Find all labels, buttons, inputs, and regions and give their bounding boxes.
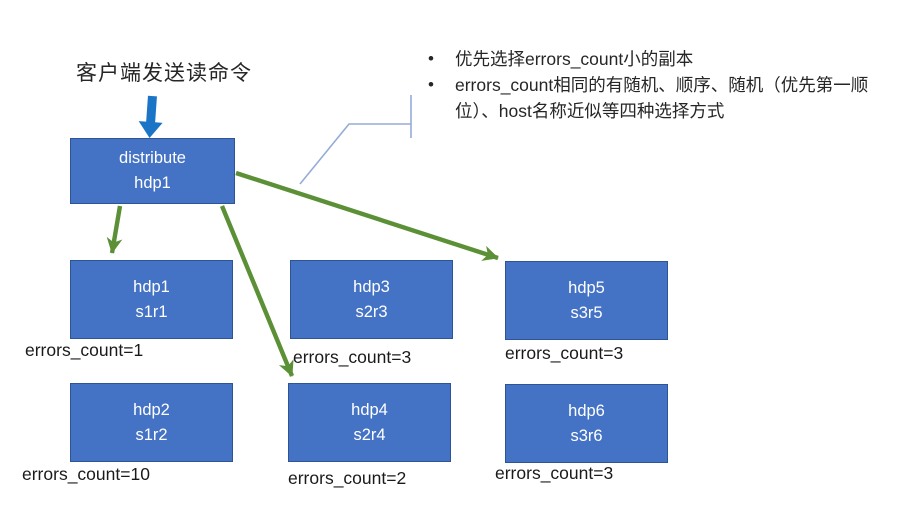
client-command-label: 客户端发送读命令 bbox=[76, 62, 252, 85]
errors-count-label-hdp5: errors_count=3 bbox=[505, 343, 624, 363]
notes-list: 优先选择errors_count小的副本 errors_count相同的有随机、… bbox=[428, 46, 870, 124]
errors-count-label-hdp1: errors_count=1 bbox=[25, 340, 144, 360]
node-name: hdp6 bbox=[568, 401, 605, 420]
distribute-node-name: distribute bbox=[119, 149, 186, 167]
note-item: 优先选择errors_count小的副本 bbox=[428, 46, 870, 72]
node-hdp6: hdp6 s3r6 bbox=[505, 384, 668, 463]
node-replica: s1r2 bbox=[135, 425, 168, 444]
distribute-node: distribute hdp1 bbox=[70, 138, 235, 204]
edge-distribute-to-hdp1 bbox=[106, 205, 123, 254]
note-text: 优先选择errors_count小的副本 bbox=[455, 49, 694, 69]
node-hdp2: hdp2 s1r2 bbox=[70, 383, 233, 462]
errors-count-label-hdp2: errors_count=10 bbox=[22, 464, 150, 484]
errors-count-label-hdp4: errors_count=2 bbox=[288, 468, 407, 488]
note-text: errors_count相同的有随机、顺序、随机（优先第一顺位）、host名称近… bbox=[455, 75, 869, 121]
node-hdp1: hdp1 s1r1 bbox=[70, 260, 233, 339]
node-name: hdp5 bbox=[568, 278, 605, 297]
node-replica: s3r6 bbox=[570, 426, 603, 445]
node-hdp4: hdp4 s2r4 bbox=[288, 383, 451, 462]
client-request-arrow-icon bbox=[138, 95, 163, 138]
node-replica: s2r3 bbox=[355, 302, 388, 321]
node-hdp3: hdp3 s2r3 bbox=[290, 260, 453, 339]
callout-connector-line bbox=[299, 123, 411, 185]
distribute-node-host: hdp1 bbox=[134, 174, 171, 192]
node-name: hdp4 bbox=[351, 400, 388, 419]
errors-count-label-hdp3: errors_count=3 bbox=[293, 347, 412, 367]
node-replica: s3r5 bbox=[570, 303, 603, 322]
node-name: hdp2 bbox=[133, 400, 170, 419]
node-hdp5: hdp5 s3r5 bbox=[505, 261, 668, 340]
node-replica: s1r1 bbox=[135, 302, 168, 321]
node-replica: s2r4 bbox=[353, 425, 386, 444]
node-name: hdp1 bbox=[133, 277, 170, 296]
node-name: hdp3 bbox=[353, 277, 390, 296]
edge-distribute-to-hdp5 bbox=[235, 170, 499, 261]
errors-count-label-hdp6: errors_count=3 bbox=[495, 463, 614, 483]
note-item: errors_count相同的有随机、顺序、随机（优先第一顺位）、host名称近… bbox=[428, 72, 870, 124]
